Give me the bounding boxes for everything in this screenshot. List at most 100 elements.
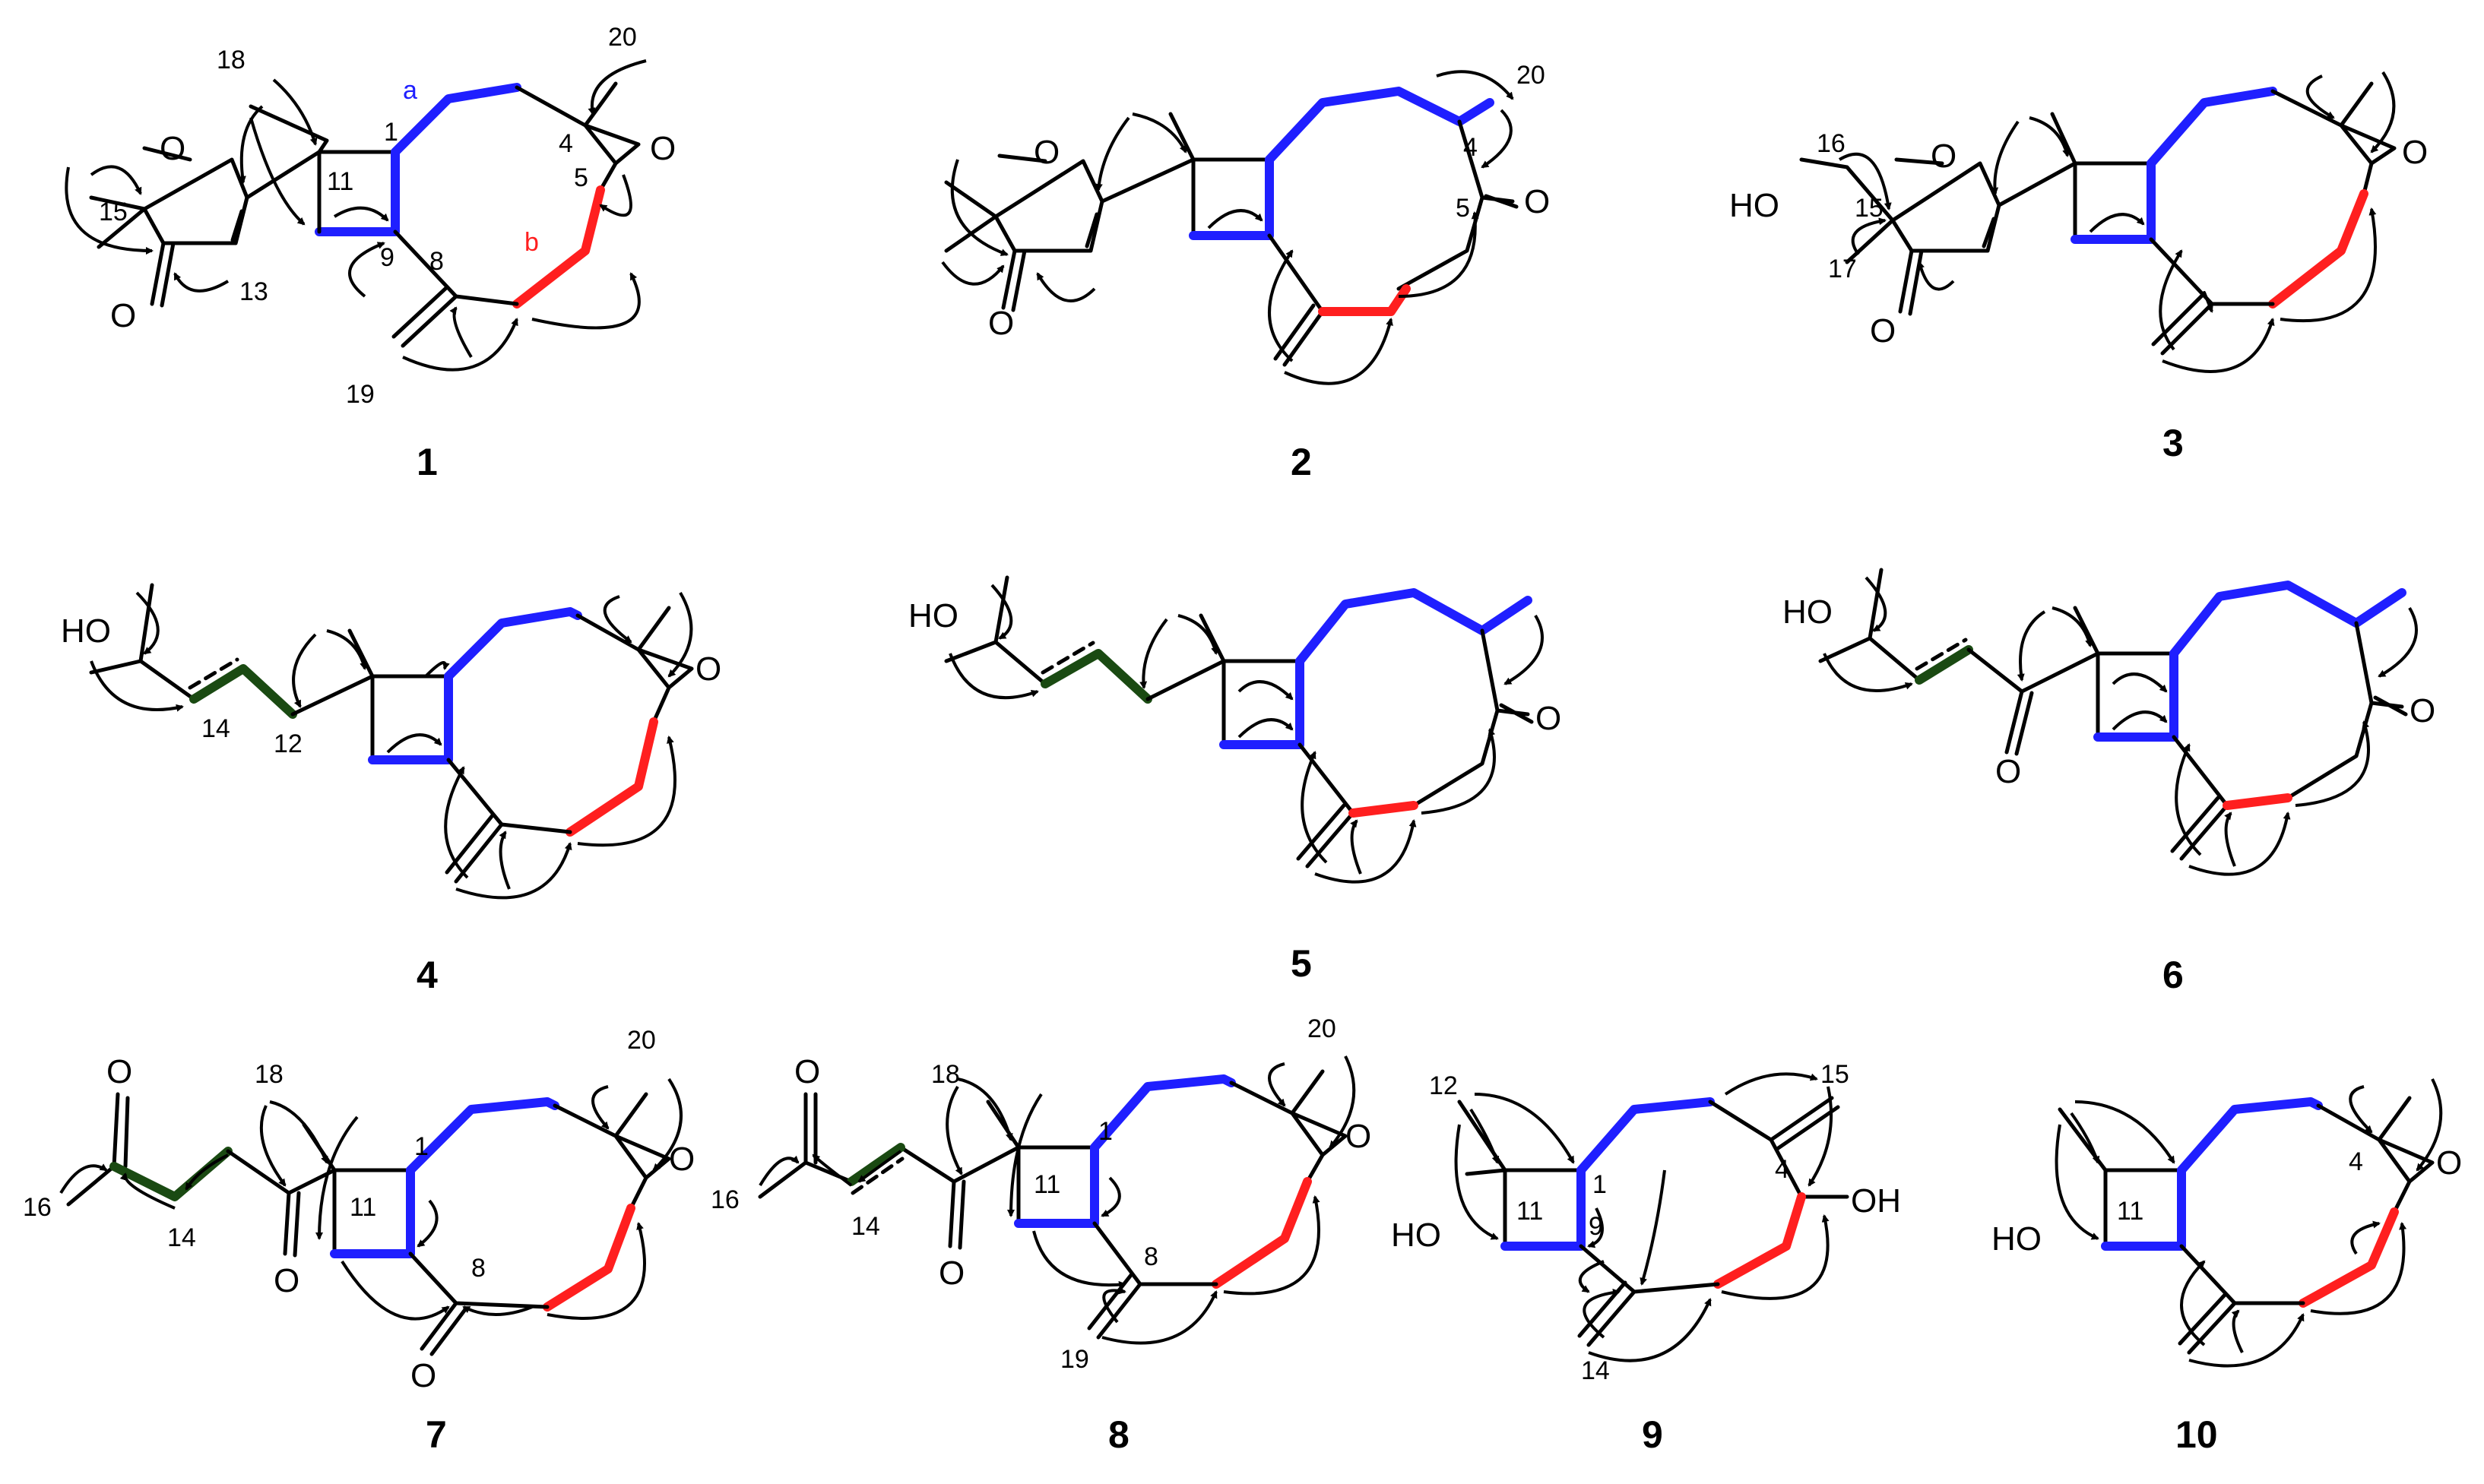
compound-1-c5-label: 5 — [574, 163, 588, 192]
compound-1-furanone-ring — [89, 146, 249, 308]
compound-3-hmbc-arrows — [1838, 71, 2396, 373]
compound-7-c16-label: 16 — [23, 1193, 52, 1222]
compound-3-core — [1997, 81, 2397, 356]
compound-7-c18-label: 18 — [255, 1060, 284, 1089]
compound-3-c17-label: 17 — [1828, 255, 1857, 283]
compound-5-hmbc-arrows — [949, 584, 1544, 884]
compound-9-hydroxyl-c11: HO — [1391, 1217, 1441, 1254]
compound-4-hydroxyl: HO — [61, 612, 111, 650]
compound-8-c20-label: 20 — [1307, 1014, 1336, 1043]
compound-9-hmbc-arrows — [1454, 1072, 1833, 1362]
compound-10-c4-label: 4 — [2349, 1147, 2363, 1176]
compound-2-furan-oxygen: O — [1034, 134, 1060, 171]
compound-1-c8-label: 8 — [429, 247, 444, 276]
compound-6-hydroxyl: HO — [1782, 593, 1833, 631]
compound-1-c15-label: 15 — [99, 198, 128, 226]
compound-2-label: 2 — [1291, 441, 1312, 483]
compound-7-hmbc-arrows — [59, 1077, 683, 1321]
compound-3-c15-label: 15 — [1855, 194, 1884, 223]
compound-7-structure: O O O O 18 20 1 16 14 11 8 7 — [23, 1026, 695, 1456]
compound-3-epoxide-oxygen: O — [2402, 134, 2428, 171]
compound-2-hmbc-arrows — [941, 70, 1514, 385]
compound-7-epoxide-oxygen: O — [669, 1141, 695, 1178]
compound-7-c20-label: 20 — [627, 1026, 656, 1055]
compound-9-hydroxyl-c5: OH — [1851, 1182, 1901, 1220]
compound-3-structure: O O O HO 16 15 17 3 — [1729, 71, 2428, 464]
compound-7-c11-label: 11 — [350, 1193, 376, 1222]
compound-9-c1-label: 1 — [1592, 1170, 1607, 1199]
compound-10-c11-label: 11 — [2117, 1197, 2143, 1226]
compound-9-c12-label: 12 — [1429, 1071, 1458, 1100]
compound-1-keto-oxygen: O — [110, 297, 136, 334]
compound-7-c8-label: 8 — [471, 1254, 486, 1283]
compound-1-c19-label: 19 — [346, 380, 375, 409]
compound-7-c8-oxygen: O — [410, 1357, 436, 1394]
compound-8-c8-label: 8 — [1144, 1242, 1158, 1271]
compound-3-furanone-ring — [1799, 157, 2001, 316]
compound-8-structure: O O O 18 20 1 16 14 11 8 19 8 — [711, 1014, 1371, 1456]
compound-4-label: 4 — [417, 954, 438, 996]
compound-9-c14-label: 14 — [1581, 1356, 1610, 1385]
compound-5-hydroxyl: HO — [908, 597, 958, 634]
compound-4-structure: HO O 14 12 4 — [61, 583, 721, 996]
compound-9-label: 9 — [1642, 1413, 1663, 1456]
compound-2-c4-label: 4 — [1463, 133, 1478, 162]
compound-4-epoxide-oxygen: O — [695, 650, 721, 688]
compound-8-c14-label: 14 — [851, 1212, 880, 1241]
compound-10-hydroxyl: HO — [1991, 1220, 2042, 1258]
compound-5-structure: HO O 5 — [908, 575, 1561, 985]
compound-6-structure: HO O O 6 — [1782, 568, 2435, 996]
compound-5-label: 5 — [1291, 942, 1312, 985]
compound-8-label: 8 — [1108, 1413, 1130, 1456]
compound-1-label: 1 — [417, 441, 438, 483]
compound-10-epoxide-oxygen: O — [2436, 1144, 2462, 1182]
compound-2-c5-label: 5 — [1456, 194, 1470, 223]
compound-1-fragment-b-label: b — [524, 228, 539, 257]
compound-4-c14-label: 14 — [201, 714, 230, 743]
compound-1-furan-oxygen: O — [160, 130, 185, 167]
compound-1-core — [245, 81, 641, 348]
compound-8-c19-label: 19 — [1060, 1345, 1089, 1374]
compound-1-c18-label: 18 — [217, 46, 246, 74]
compound-3-furan-oxygen: O — [1931, 138, 1956, 175]
compound-10-structure: HO O 4 11 10 — [1991, 1078, 2462, 1456]
compound-6-c5-oxygen: O — [2410, 692, 2435, 729]
compound-1-c1-label: 1 — [384, 118, 398, 147]
compound-4-hmbc-arrows — [90, 591, 693, 900]
compound-3-c16-label: 16 — [1817, 129, 1846, 158]
compound-7-acetyl-oxygen: O — [106, 1053, 132, 1090]
compound-8-acetyl-oxygen: O — [794, 1053, 820, 1090]
compound-3-hydroxyl: HO — [1729, 187, 1779, 224]
compound-8-epoxide-oxygen: O — [1345, 1118, 1371, 1155]
compound-2-keto-oxygen: O — [988, 305, 1014, 342]
compound-6-label: 6 — [2162, 954, 2184, 996]
compound-8-hmbc-arrows — [759, 1055, 1356, 1345]
compound-2-structure: O O O 20 4 5 2 — [941, 61, 1550, 483]
compound-8-c16-label: 16 — [711, 1185, 740, 1214]
compound-8-keto-oxygen: O — [939, 1255, 965, 1292]
compound-7-c1-label: 1 — [414, 1132, 429, 1161]
compound-7-label: 7 — [426, 1413, 447, 1456]
compound-8-c11-label: 11 — [1034, 1170, 1060, 1199]
compound-1-c9-label: 9 — [380, 243, 394, 272]
compound-1-c11-label: 11 — [327, 167, 353, 196]
compound-9-c4-label: 4 — [1775, 1155, 1789, 1184]
compound-6-hmbc-arrows — [1823, 576, 2418, 876]
compound-1-c20-label: 20 — [608, 23, 637, 52]
compound-10-label: 10 — [2175, 1413, 2218, 1456]
compound-2-c5-oxygen: O — [1524, 183, 1550, 220]
compound-3-keto-oxygen: O — [1870, 312, 1896, 350]
compound-1-fragment-a-label: a — [403, 76, 417, 105]
compound-5-c5-oxygen: O — [1535, 700, 1561, 737]
compound-9-c11-label: 11 — [1516, 1197, 1543, 1226]
compound-9-c15-label: 15 — [1820, 1060, 1849, 1089]
compound-8-c18-label: 18 — [931, 1060, 960, 1089]
compound-10-hmbc-arrows — [2055, 1078, 2443, 1368]
compound-4-c12-label: 12 — [274, 729, 303, 758]
compound-2-core — [1100, 87, 1519, 367]
compound-1-c13-label: 13 — [239, 277, 268, 306]
compound-8-c1-label: 1 — [1098, 1117, 1113, 1146]
compound-7-c14-label: 14 — [167, 1223, 196, 1252]
compound-1-c4-label: 4 — [559, 129, 573, 158]
